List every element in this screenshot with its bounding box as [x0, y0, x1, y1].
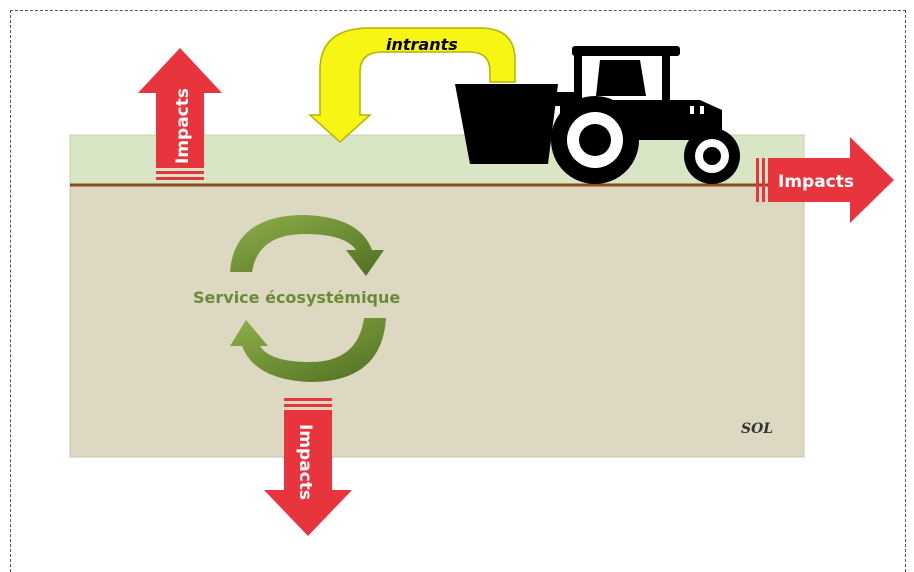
sol-label: SOL	[741, 421, 773, 437]
impacts-arrow-down	[264, 398, 352, 536]
soil-block	[69, 184, 805, 458]
figure-frame	[10, 10, 906, 572]
impacts-up-label: Impacts	[173, 88, 193, 164]
impacts-arrow-up	[138, 48, 222, 180]
cycle-arrows-icon	[230, 215, 386, 382]
intrants-label: intrants	[386, 35, 458, 54]
intrants-arrow	[308, 27, 516, 144]
impacts-down-label: Impacts	[295, 424, 315, 500]
tractor-icon	[455, 46, 740, 184]
impacts-right-label: Impacts	[778, 172, 854, 192]
service-label: Service écosystémique	[193, 288, 400, 307]
impacts-arrow-right	[756, 137, 894, 223]
